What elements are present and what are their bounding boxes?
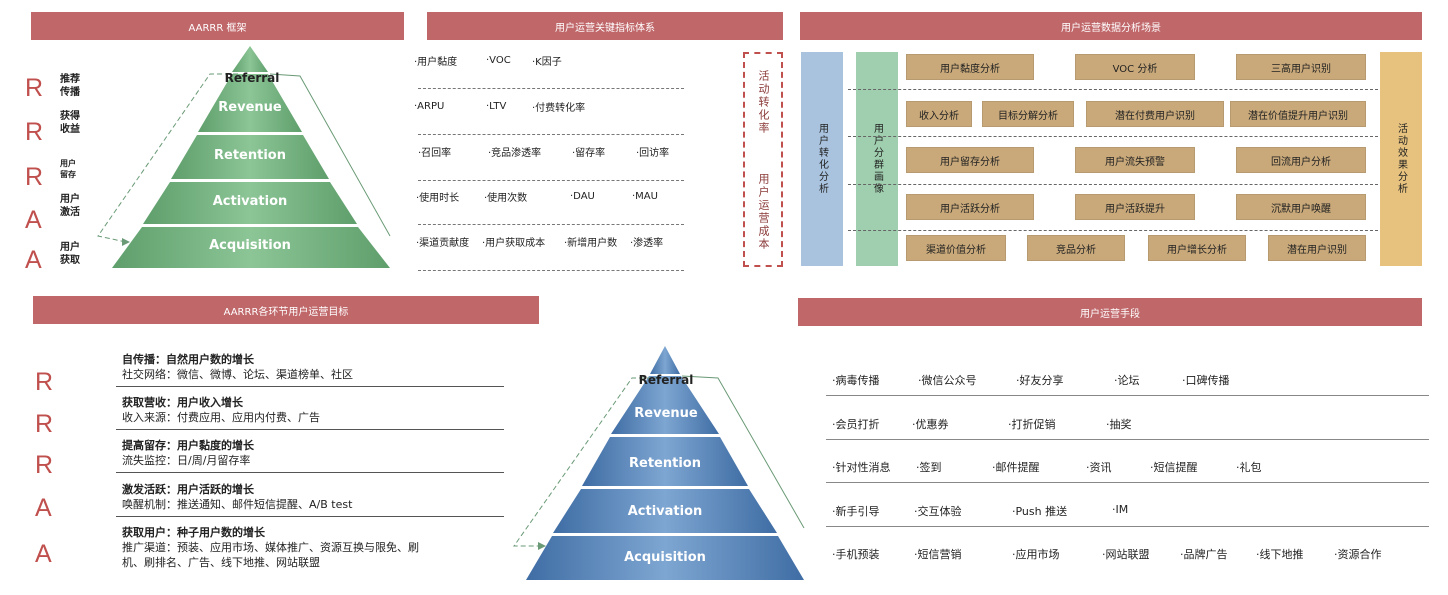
scenario-item: 潜在付费用户识别 [1086,101,1224,127]
header-scenario: 用户运营数据分析场景 [800,12,1422,40]
scenario-item: 三高用户识别 [1236,54,1366,80]
scenario-right-activity-effect: 活动效果分析 [1380,52,1422,266]
pyramid-level-revenue [611,376,719,434]
scenario-item: 沉默用户唤醒 [1236,194,1366,220]
goals-letter: R [35,451,54,479]
scenario-item: 潜在价值提升用户识别 [1230,101,1366,127]
pyramid-level-acquisition [112,227,390,268]
goals-letter: A [35,494,52,522]
goal-item: 获取营收：用户收入增长收入来源：付费应用、应用内付费、广告 [122,396,320,424]
pyramid-label-retention: Retention [629,456,701,471]
scenario-item: 渠道价值分析 [906,235,1006,261]
goals-letter: R [35,410,54,438]
framework-letter: A [25,206,42,234]
pyramid-label-revenue: Revenue [218,100,282,115]
goals-letter: A [35,540,52,568]
pyramid-level-activation [553,489,777,533]
pyramid-level-referral [650,346,680,374]
framework-label: 获得收益 [60,111,80,135]
pyramid-level-activation [143,182,357,224]
pyramid-label-revenue: Revenue [634,406,698,421]
goals-letter: R [35,368,54,396]
pyramid-level-retention [582,437,748,486]
goal-item: 提高留存：用户黏度的增长流失监控：日/周/月留存率 [122,439,254,467]
pyramid-label-acquisition: Acquisition [624,550,706,565]
scenario-left-user-segmentation: 用户分群画像 [856,52,898,266]
scenario-item: 竞品分析 [1027,235,1125,261]
pyramid-label-retention: Retention [214,148,286,163]
goals-pyramid [513,346,805,580]
framework-label: 用户获取 [60,242,80,266]
pyramid-label-referral: Referral [224,71,280,85]
framework-letter: A [25,246,42,274]
scenario-item: 回流用户分析 [1236,147,1366,173]
pyramid-label-activation: Activation [212,194,288,209]
scenario-item: 用户流失预警 [1075,147,1195,173]
header-means: 用户运营手段 [798,298,1422,326]
scenario-item: 用户留存分析 [906,147,1034,173]
scenario-item: VOC 分析 [1075,54,1195,80]
goal-item: 获取用户：种子用户数的增长推广渠道：预装、应用市场、媒体推广、资源互换与限免、刷… [122,526,419,569]
framework-letter: R [25,118,44,146]
pyramid-level-acquisition [526,536,804,580]
kpi-side-box [743,52,783,267]
scenario-item: 用户活跃分析 [906,194,1034,220]
scenario-item: 用户增长分析 [1148,235,1246,261]
framework-pyramid [97,46,391,268]
kpi-side-top: 活动转化率 [757,69,770,135]
framework-label: 用户激活 [60,194,80,218]
pyramid-label-activation: Activation [627,504,703,519]
scenario-left-user-conversion: 用户转化分析 [801,52,843,266]
header-goals: AARRR各环节用户运营目标 [33,296,539,324]
framework-letter: R [25,74,44,102]
kpi-side-bottom: 用户运营成本 [757,173,770,251]
scenario-item: 潜在用户识别 [1268,235,1366,261]
header-kpi: 用户运营关键指标体系 [427,12,783,40]
header-framework: AARRR 框架 [31,12,404,40]
scenario-item: 收入分析 [906,101,972,127]
pyramid-label-acquisition: Acquisition [209,238,291,253]
scenario-item: 目标分解分析 [982,101,1074,127]
framework-label: 用户留存 [60,159,76,179]
pyramid-level-retention [171,135,329,179]
goal-item: 激发活跃：用户活跃的增长唤醒机制：推送通知、邮件短信提醒、A/B test [122,483,353,511]
scenario-item: 用户活跃提升 [1075,194,1195,220]
goal-item: 自传播：自然用户数的增长社交网络：微信、微博、论坛、渠道榜单、社区 [122,353,353,381]
framework-label: 推荐传播 [60,74,80,98]
framework-letter: R [25,163,44,191]
pyramid-label-referral: Referral [638,373,694,387]
pyramid-level-referral [232,46,268,72]
pyramid-level-revenue [198,74,302,132]
scenario-item: 用户黏度分析 [906,54,1034,80]
